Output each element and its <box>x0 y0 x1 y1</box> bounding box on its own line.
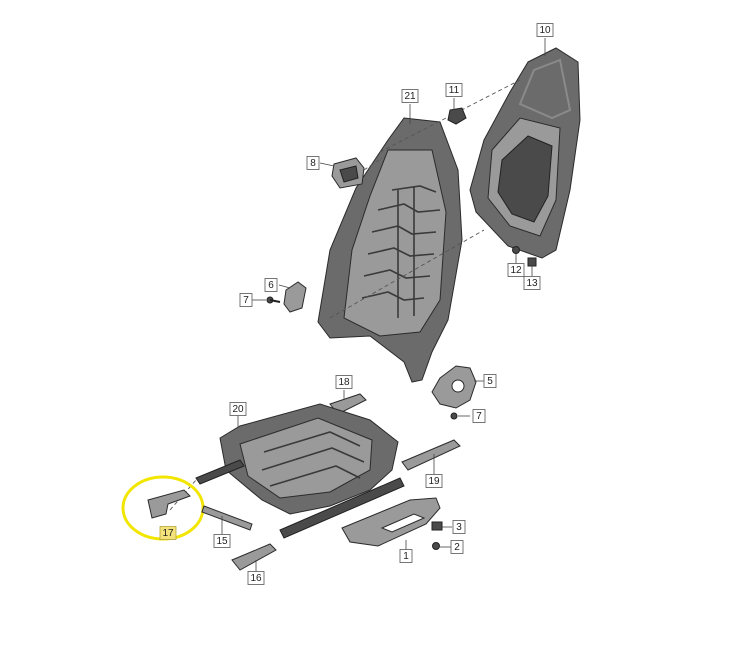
callout-number: 7 <box>243 295 249 306</box>
part-13-nut[interactable] <box>527 257 537 276</box>
part-5-side-bracket[interactable] <box>431 365 484 409</box>
callout-box <box>159 526 177 540</box>
callout-6[interactable]: 6 <box>264 278 278 292</box>
part-3-clip[interactable] <box>431 521 452 531</box>
callout-10[interactable]: 10 <box>536 23 554 37</box>
callout-number: 11 <box>449 85 460 96</box>
callout-number: 8 <box>310 158 316 169</box>
callout-box <box>425 474 443 488</box>
callout-number: 16 <box>250 573 262 584</box>
callout-18[interactable]: 18 <box>335 375 353 389</box>
callout-7[interactable]: 7 <box>472 409 486 423</box>
part-7-screw-lower[interactable] <box>450 412 470 420</box>
callout-number: 5 <box>487 376 493 387</box>
callout-21[interactable]: 21 <box>401 89 419 103</box>
callout-box <box>401 89 419 103</box>
callout-8[interactable]: 8 <box>306 156 320 170</box>
part-21-backrest-frame[interactable] <box>317 79 521 383</box>
callout-box <box>306 156 320 170</box>
callout-box <box>247 571 265 585</box>
callout-number: 10 <box>539 25 551 36</box>
callout-number: 21 <box>404 91 416 102</box>
callout-number: 19 <box>428 476 440 487</box>
callout-box <box>450 540 464 554</box>
callout-16[interactable]: 16 <box>247 571 265 585</box>
part-19-rail-trim[interactable] <box>401 439 461 474</box>
part-11-clip[interactable] <box>447 98 467 125</box>
part-2-screw[interactable] <box>432 542 453 550</box>
part-10-backrest-shell[interactable] <box>469 38 581 259</box>
callout-box <box>335 375 353 389</box>
callout-box <box>445 83 463 97</box>
callout-number: 17 <box>162 528 174 539</box>
callout-number: 3 <box>456 522 462 533</box>
part-6-side-cover[interactable] <box>278 281 307 313</box>
callout-box <box>452 520 466 534</box>
callout-number: 20 <box>232 404 244 415</box>
callout-box <box>472 409 486 423</box>
callout-box <box>213 534 231 548</box>
callout-number: 13 <box>526 278 538 289</box>
part-8-release-handle[interactable] <box>319 157 383 189</box>
part-20-seat-frame[interactable] <box>219 403 399 515</box>
callout-11[interactable]: 11 <box>445 83 463 97</box>
callout-17[interactable]: 17 <box>159 526 177 540</box>
part-7-screw-upper[interactable] <box>252 296 281 304</box>
callout-number: 6 <box>268 280 274 291</box>
part-15-rail-trim[interactable] <box>201 505 253 534</box>
callout-12[interactable]: 12 <box>507 263 525 277</box>
callout-3[interactable]: 3 <box>452 520 466 534</box>
seat-rails <box>169 459 405 539</box>
callout-box <box>399 549 413 563</box>
callout-2[interactable]: 2 <box>450 540 464 554</box>
callout-number: 15 <box>216 536 228 547</box>
callout-13[interactable]: 13 <box>523 276 541 290</box>
part-1-side-trim[interactable] <box>341 497 441 550</box>
callout-7[interactable]: 7 <box>239 293 253 307</box>
callout-number: 12 <box>510 265 522 276</box>
callout-box <box>523 276 541 290</box>
callout-number: 7 <box>476 411 482 422</box>
callout-15[interactable]: 15 <box>213 534 231 548</box>
part-16-end-cap[interactable] <box>231 543 277 572</box>
callout-box <box>507 263 525 277</box>
callout-number: 2 <box>454 542 460 553</box>
callout-number: 1 <box>403 551 409 562</box>
callout-box <box>483 374 497 388</box>
callout-box <box>536 23 554 37</box>
callout-box <box>229 402 247 416</box>
callout-box <box>264 278 278 292</box>
callout-20[interactable]: 20 <box>229 402 247 416</box>
callout-1[interactable]: 1 <box>399 549 413 563</box>
callout-19[interactable]: 19 <box>425 474 443 488</box>
callout-5[interactable]: 5 <box>483 374 497 388</box>
callout-number: 18 <box>338 377 350 388</box>
part-12-screw[interactable] <box>512 246 520 265</box>
callout-box <box>239 293 253 307</box>
